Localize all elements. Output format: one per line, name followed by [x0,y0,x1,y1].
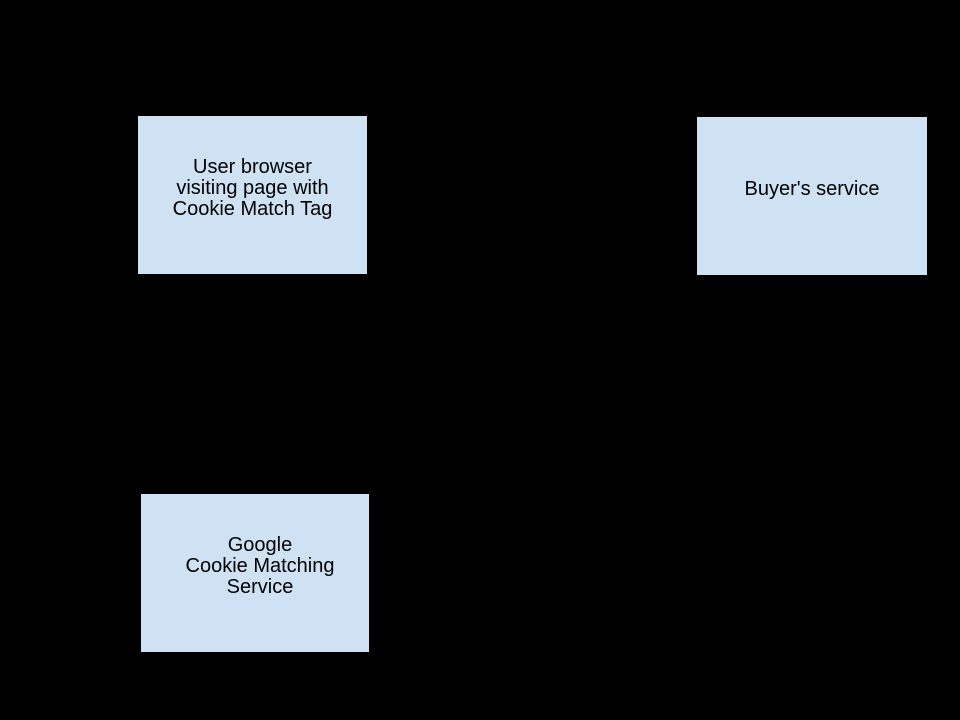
node-google-cookie-matching-service-label: Google Cookie Matching Service [185,533,335,598]
node-user-browser-label: User browser visiting page with Cookie M… [172,155,333,220]
node-user-browser: User browser visiting page with Cookie M… [136,114,369,276]
node-google-cookie-matching-service: Google Cookie Matching Service [139,492,371,654]
node-buyers-service-label: Buyer's service [744,177,880,200]
node-buyers-service: Buyer's service [695,115,929,277]
